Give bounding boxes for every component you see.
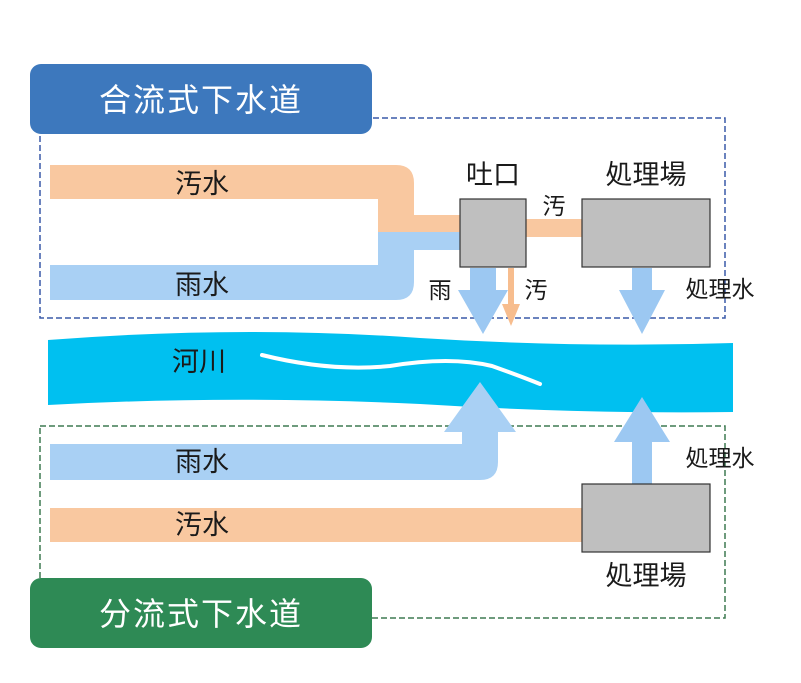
combined-connector-pipe-sewage [414, 215, 460, 232]
combined-plant-box [581, 198, 711, 268]
outfall-box [459, 198, 527, 268]
river-highlight [260, 353, 542, 386]
separate-plant-label: 処理場 [606, 561, 687, 592]
combined-rain-pipe [50, 232, 414, 300]
separate-rain-label: 雨水 [175, 447, 229, 478]
rain-discharge-arrow [458, 268, 508, 334]
rain-discharge-label: 雨 [429, 278, 452, 304]
combined-sewage-pipe [50, 165, 414, 232]
separate-sewage-pipe [50, 508, 582, 542]
combined-rain-label: 雨水 [175, 270, 229, 301]
combined-title-banner [30, 64, 372, 134]
combined-title: 合流式下水道 [99, 81, 303, 119]
combined-sewage-label: 汚水 [175, 169, 229, 200]
separate-treated-label: 処理水 [686, 446, 755, 472]
separate-treated-arrow [614, 397, 670, 484]
combined-treated-label: 処理水 [686, 277, 755, 303]
river-label: 河川 [172, 347, 226, 378]
separate-sewage-label: 汚水 [175, 510, 229, 541]
outfall-to-plant-pipe [526, 219, 582, 237]
separate-title: 分流式下水道 [99, 595, 303, 633]
separate-title-banner [30, 578, 372, 648]
sewage-discharge-label: 汚 [525, 278, 548, 304]
to-plant-sewage-label: 汚 [543, 194, 566, 220]
sewage-discharge-arrow [502, 268, 520, 326]
combined-treated-arrow [619, 268, 665, 334]
separate-section-border [39, 425, 726, 619]
combined-connector-pipe-rain [414, 232, 460, 250]
outfall-label: 吐口 [466, 160, 520, 191]
combined-section-border [39, 117, 726, 319]
separate-plant-box [581, 483, 711, 553]
combined-plant-label: 処理場 [606, 160, 687, 191]
separate-rain-pipe [50, 382, 516, 480]
river [48, 331, 733, 413]
